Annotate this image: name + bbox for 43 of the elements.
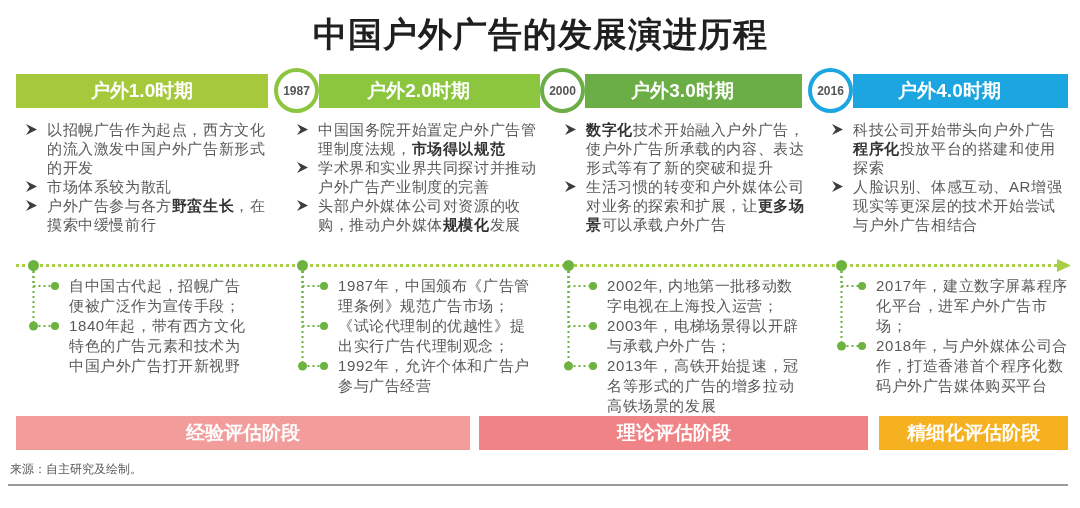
bullet-text: 人脸识别、体感互动、AR增强现实等更深层的技术开始尝试与户外广告相结合	[853, 177, 1064, 234]
timeline-event-text: 1840年起，带有西方文化特色的广告元素和技术为中国户外广告打开新视野	[59, 316, 249, 376]
stage-label: 精细化评估阶段	[907, 421, 1040, 445]
period-title: 户外4.0时期	[898, 79, 1001, 103]
timeline-event-text: 自中国古代起，招幌广告便被广泛作为宣传手段；	[59, 276, 249, 316]
period-title: 户外2.0时期	[367, 79, 470, 103]
stage-bar	[879, 416, 1068, 450]
stage-bar	[16, 416, 470, 450]
bullet-text: 以招幌广告作为起点，西方文化的流入激发中国户外广告新形式的开发	[47, 120, 266, 177]
period-header-band	[319, 74, 540, 108]
dotted-connector	[298, 270, 329, 371]
period-header-band	[585, 74, 802, 108]
title: 中国户外广告的发展演进历程	[312, 14, 768, 55]
bullet-text: 户外广告参与各方野蛮生长，在摸索中缓慢前行	[47, 196, 266, 234]
period-header-band	[16, 74, 268, 108]
dotted-connector	[564, 270, 598, 371]
stage-label: 理论评估阶段	[616, 421, 731, 445]
timeline-event-text: 1992年，允许个体和广告户参与广告经营	[328, 356, 530, 396]
period-title: 户外3.0时期	[631, 79, 734, 103]
timeline-event-text: 2017年，建立数字屏幕程序化平台，进军户外广告市场；	[866, 276, 1068, 336]
bullet-text: 科技公司开始带头向户外广告程序化投放平台的搭建和使用探索	[853, 120, 1057, 177]
bullet-text: 学术界和实业界共同探讨并推动户外广告产业制度的完善	[318, 158, 537, 196]
source-note: 来源：自主研究及绘制。	[10, 461, 142, 477]
timeline-event-text: 《试论代理制的优越性》提出实行广告代理制观念；	[328, 316, 530, 356]
bullet-text: 头部户外媒体公司对资源的收购，推动户外媒体规模化发展	[318, 196, 522, 234]
bullet-text: 中国国务院开始置定户外广告管理制度法规，市场得以规范	[318, 120, 537, 158]
stage-bar	[479, 416, 868, 450]
dotted-connector	[837, 270, 867, 351]
timeline-event-text: 2013年，高铁开始提速，冠名等形式的广告的增多拉动高铁场景的发展	[597, 356, 799, 416]
bullet-text: 市场体系较为散乱	[47, 177, 172, 196]
dotted-connector	[29, 270, 60, 331]
year-label: 1987	[283, 83, 310, 98]
timeline-event-text: 2003年，电梯场景得以开辟与承载户外广告；	[597, 316, 799, 356]
bullet-text: 生活习惯的转变和户外媒体公司对业务的探索和扩展，让更多场景可以承载户外广告	[586, 177, 805, 234]
year-label: 2016	[817, 83, 844, 98]
period-header-band	[853, 74, 1068, 108]
year-label: 2000	[549, 83, 576, 98]
timeline-event-text: 2018年，与户外媒体公司合作，打造香港首个程序化数码户外广告媒体购买平台	[866, 336, 1068, 396]
stage-label: 经验评估阶段	[186, 421, 300, 445]
timeline-event-text: 2002年, 内地第一批移动数字电视在上海投入运营；	[597, 276, 799, 316]
timeline-event-text: 1987年，中国颁布《广告管理条例》规范广告市场；	[328, 276, 530, 316]
period-title: 户外1.0时期	[90, 79, 194, 103]
bullet-text: 数字化技术开始融入户外广告，使户外广告所承载的内容、表达形式等有了新的突破和提升	[586, 120, 805, 177]
